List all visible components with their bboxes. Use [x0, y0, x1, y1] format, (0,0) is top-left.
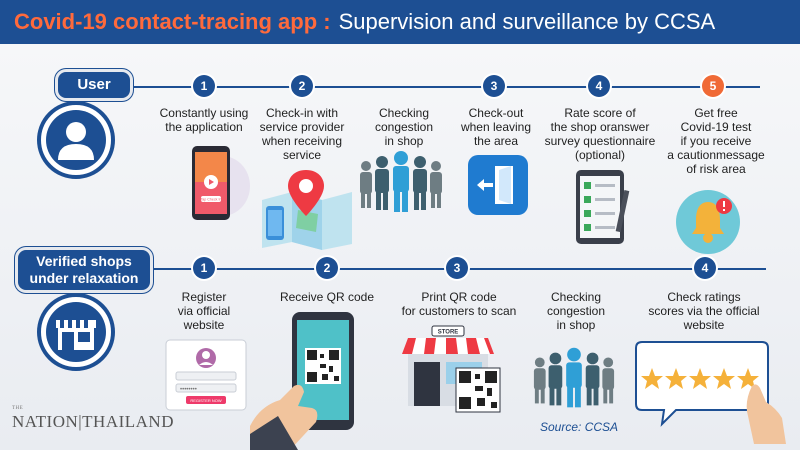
phone-qr-code-icon [250, 312, 354, 450]
logo-small-text: THE [12, 406, 24, 411]
survey-questionnaire-icon [576, 170, 630, 244]
nation-thailand-logo: THE NATION|THAILAND [12, 406, 174, 432]
register-button-label: REGISTER NOW [190, 398, 222, 403]
shop-step-4-number: 4 [694, 257, 716, 279]
user-step-3-number: 3 [483, 75, 505, 97]
source-credit: Source: CCSA [540, 420, 619, 434]
map-location-pin-icon [262, 170, 352, 250]
user-step-5-number: 5 [702, 75, 724, 97]
alert-bell-icon [676, 190, 740, 254]
crowd-people-icon [360, 151, 442, 212]
title-banner: Covid-19 contact-tracing app : Supervisi… [0, 0, 800, 44]
register-password-mask: •••••••• [180, 387, 197, 393]
title-rest: Supervision and surveillance by CCSA [338, 9, 716, 34]
shop-timeline [60, 268, 766, 270]
shop-step-1-number: 1 [193, 257, 215, 279]
crowd-people-icon-2 [533, 347, 615, 408]
star-rating-icon [635, 341, 786, 444]
store-sign-label: STORE [438, 330, 459, 336]
store-qr-code-icon: STORE [402, 325, 501, 413]
smartphone-app-icon: Tap Check In [192, 146, 250, 220]
user-section-label: User [58, 72, 130, 98]
shop-step-2-number: 2 [316, 257, 338, 279]
exit-door-icon [468, 155, 528, 215]
user-step-2-number: 2 [291, 75, 313, 97]
user-step-1-number: 1 [193, 75, 215, 97]
store-front-icon [37, 293, 115, 371]
shop-step-3-number: 3 [446, 257, 468, 279]
register-form-icon: •••••••• REGISTER NOW [165, 339, 247, 411]
title-highlight: Covid-19 contact-tracing app : [14, 9, 331, 34]
user-timeline [60, 86, 760, 88]
logo-text: NATION|THAILAND [12, 412, 174, 431]
shop-step-2-text: Receive QR code [279, 290, 375, 304]
user-step-4-number: 4 [588, 75, 610, 97]
user-avatar-icon [37, 101, 115, 179]
phone-button-label: Tap Check In [201, 198, 222, 202]
